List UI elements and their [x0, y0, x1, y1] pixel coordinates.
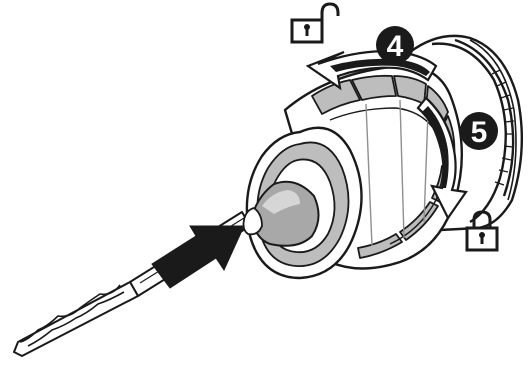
step-badge-5: 5 [460, 112, 498, 150]
step-number-4: 4 [387, 30, 404, 63]
drill-bit-fluted-tip [14, 282, 138, 356]
step-number-5: 5 [471, 116, 488, 149]
insert-arrow-icon [152, 226, 244, 288]
unlocked-padlock-icon [292, 4, 338, 42]
step-badge-4: 4 [376, 26, 414, 64]
